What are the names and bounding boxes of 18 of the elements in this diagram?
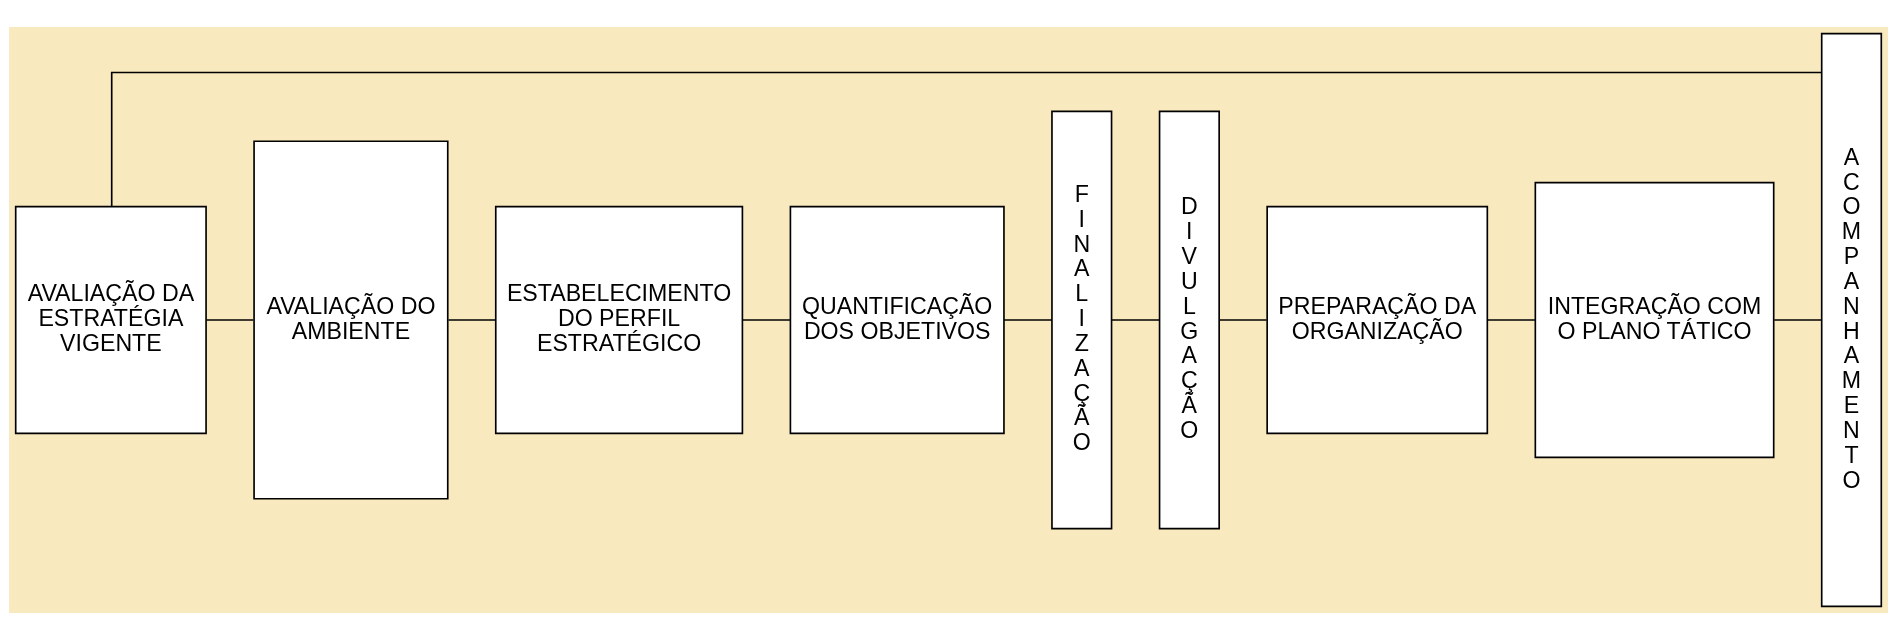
node-box: ACOMPANHAMENTO (1820, 32, 1883, 607)
node-box: FINALIZAÇÃO (1051, 110, 1113, 529)
connector (1773, 318, 1823, 321)
connector (447, 318, 497, 321)
connector (110, 71, 1823, 207)
node-box: DIVULGAÇÃO (1158, 110, 1220, 529)
connector (1218, 318, 1268, 321)
connector (1110, 318, 1161, 321)
connector (1486, 318, 1536, 321)
connector (205, 318, 255, 321)
node-box: PREPARAÇÃO DA ORGANIZAÇÃO (1266, 205, 1489, 434)
node-box: ESTABELECIMENTO DO PERFIL ESTRATÉGICO (494, 205, 744, 434)
connector (741, 318, 791, 321)
node-box: AVALIAÇÃO DA ESTRATÉGIA VIGENTE (14, 205, 207, 434)
node-box: INTEGRAÇÃO COM O PLANO TÁTICO (1534, 181, 1775, 458)
node-box: QUANTIFICAÇÃO DOS OBJETIVOS (789, 205, 1005, 434)
node-box: AVALIAÇÃO DO AMBIENTE (253, 139, 449, 500)
connector (1003, 318, 1053, 321)
